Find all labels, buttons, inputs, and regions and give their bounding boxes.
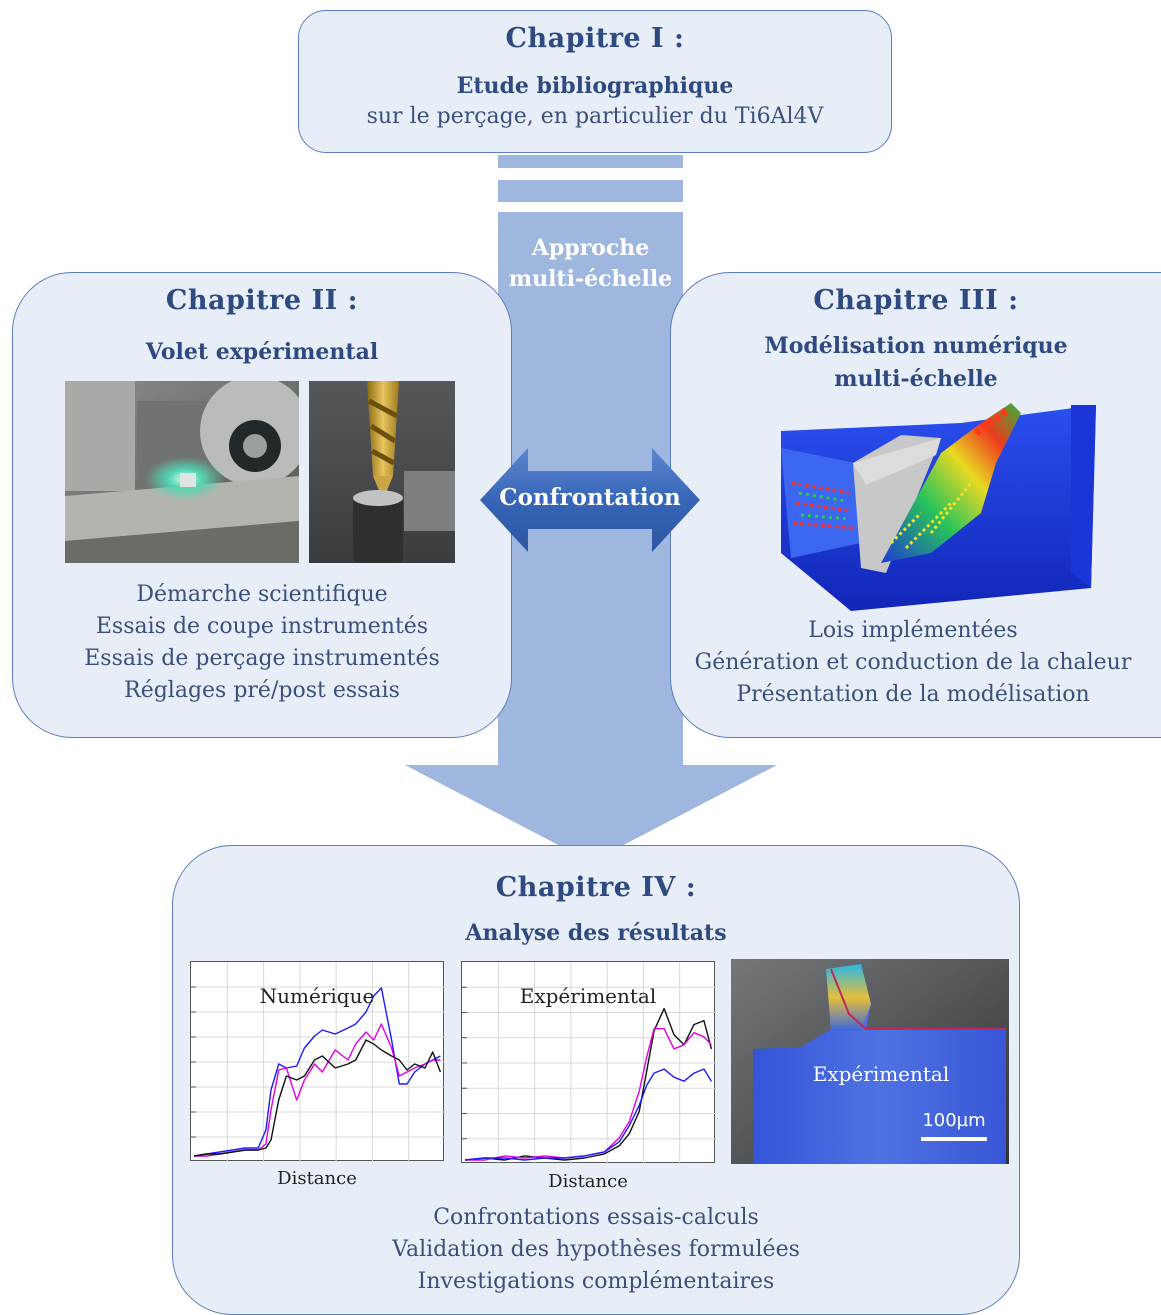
series-line-1: [465, 1027, 712, 1161]
chapter4-item-3: Investigations complémentaires: [417, 1269, 775, 1294]
micrograph-label: Expérimental: [812, 1062, 950, 1086]
drilling-test-photo: [309, 381, 455, 563]
numerical-chart-title: Numérique: [259, 984, 375, 1008]
chapter3-box: Chapitre III : Modélisation numérique mu…: [670, 272, 1161, 738]
chapter4-item-1: Confrontations essais-calculs: [433, 1205, 759, 1230]
chapter3-subtitle-line2: multi-échelle: [834, 366, 998, 392]
scale-bar-label: 100µm: [922, 1110, 986, 1131]
series-line-0: [193, 987, 441, 1157]
chapter3-item-2: Génération et conduction de la chaleur: [694, 650, 1132, 675]
approach-label-line2: multi-échelle: [508, 266, 673, 292]
chapter2-item-1: Démarche scientifique: [136, 582, 388, 607]
experimental-chart-xlabel: Distance: [548, 1171, 628, 1192]
chapter1-subtitle: Etude bibliographique: [456, 73, 734, 99]
chapter1-title: Chapitre I :: [505, 23, 685, 54]
chapter2-item-3: Essais de perçage instrumentés: [84, 646, 440, 671]
chapter1-description: sur le perçage, en particulier du Ti6Al4…: [366, 104, 824, 129]
chapter1-box: Chapitre I : Etude bibliographique sur l…: [298, 10, 892, 153]
confrontation-label: Confrontation: [499, 484, 681, 511]
numerical-chart: Numérique: [190, 961, 445, 1162]
arrow-dash-1: [498, 155, 683, 168]
confrontation-arrow: [480, 448, 700, 552]
simulation-image: [781, 393, 1096, 611]
experimental-chart: Expérimental: [461, 961, 716, 1164]
chapter3-subtitle-line1: Modélisation numérique: [764, 333, 1068, 359]
approach-label: Approche multi-échelle: [498, 233, 683, 295]
cutting-test-photo: [65, 381, 299, 563]
experimental-micrograph: Expérimental 100µm: [731, 959, 1009, 1164]
series-line-0: [464, 1007, 713, 1161]
experimental-chart-title: Expérimental: [519, 984, 657, 1008]
series-line-2: [464, 1068, 712, 1161]
chapter3-title: Chapitre III :: [813, 285, 1019, 316]
chapter2-item-2: Essais de coupe instrumentés: [95, 614, 429, 639]
chapter4-box: Chapitre IV : Analyse des résultats Numé…: [172, 845, 1020, 1315]
series-line-2: [193, 1039, 442, 1157]
series-line-1: [194, 1023, 441, 1157]
chapter2-title: Chapitre II :: [165, 285, 359, 316]
chapter2-box: Chapitre II : Volet expérimental: [12, 272, 512, 738]
chapter2-subtitle: Volet expérimental: [145, 339, 379, 365]
arrow-head: [405, 765, 777, 862]
chapter3-item-3: Présentation de la modélisation: [736, 682, 1090, 707]
chapter4-subtitle: Analyse des résultats: [465, 920, 727, 946]
chapter4-title: Chapitre IV :: [495, 872, 697, 903]
approach-label-line1: Approche: [531, 235, 650, 261]
arrow-dash-2: [498, 180, 683, 202]
chapter4-item-2: Validation des hypothèses formulées: [392, 1237, 800, 1262]
chapter2-item-4: Réglages pré/post essais: [124, 678, 400, 703]
numerical-chart-xlabel: Distance: [277, 1168, 357, 1189]
chapter3-item-1: Lois implémentées: [808, 618, 1018, 643]
